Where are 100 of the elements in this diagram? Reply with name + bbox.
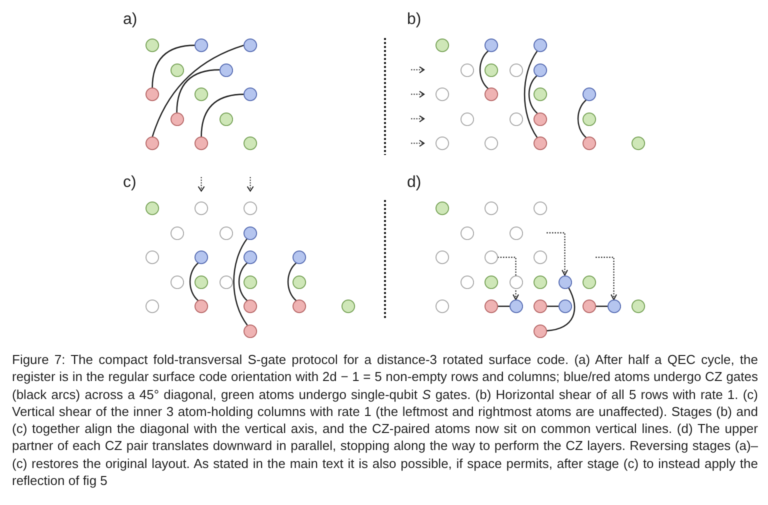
empty-site-circle <box>145 250 160 265</box>
empty-site-circle <box>170 226 184 240</box>
empty-site-circle <box>460 274 474 290</box>
empty-site-circle <box>435 87 450 102</box>
atom-circle <box>194 87 209 102</box>
empty-site-circle <box>508 62 524 78</box>
atom-circle <box>533 87 548 102</box>
atom-circle <box>243 324 258 338</box>
atom-circle <box>243 87 258 102</box>
atom-circle <box>484 38 499 53</box>
cz-line <box>546 306 558 307</box>
empty-site-circle <box>435 250 450 265</box>
atom-circle <box>508 299 524 314</box>
atom-circle <box>435 38 450 53</box>
atom-circle <box>145 87 160 102</box>
atom-circle <box>194 38 209 53</box>
cz-arc <box>233 238 248 326</box>
atom-circle <box>484 87 499 102</box>
atom-circle <box>243 274 258 290</box>
atom-circle <box>558 274 572 290</box>
empty-site-circle <box>533 250 548 265</box>
atom-circle <box>243 226 258 240</box>
empty-site-circle <box>218 226 234 240</box>
cz-arc <box>176 69 220 113</box>
atom-circle <box>243 38 258 53</box>
atom-circle <box>218 62 234 78</box>
move-arrow <box>546 232 568 276</box>
cz-arc <box>528 74 538 114</box>
atom-circle <box>533 274 548 290</box>
panel-label: c) <box>123 174 136 192</box>
atom-circle <box>533 62 548 78</box>
atom-circle <box>194 274 209 290</box>
atom-circle <box>145 136 160 151</box>
cz-arc <box>189 262 199 302</box>
atom-circle <box>533 136 548 151</box>
atom-circle <box>582 87 597 102</box>
atom-circle <box>558 299 572 314</box>
atom-circle <box>145 38 160 53</box>
atom-circle <box>631 136 646 151</box>
empty-site-circle <box>508 226 524 240</box>
cz-arc <box>546 286 576 332</box>
empty-site-circle <box>533 201 548 216</box>
panel-label: b) <box>407 11 422 29</box>
atom-circle <box>145 201 160 216</box>
atom-circle <box>170 62 184 78</box>
cz-arc <box>577 99 587 138</box>
atom-circle <box>582 274 597 290</box>
cz-arc <box>479 50 489 90</box>
cz-arc <box>152 44 196 88</box>
atom-circle <box>194 299 209 314</box>
atom-circle <box>292 299 307 314</box>
empty-site-circle <box>243 201 258 216</box>
atom-circle <box>582 299 597 314</box>
panel-label: a) <box>123 11 138 29</box>
atom-circle <box>582 136 597 151</box>
atom-circle <box>341 299 356 314</box>
atom-circle <box>533 324 548 338</box>
cz-line <box>498 306 510 307</box>
empty-site-circle <box>484 201 499 216</box>
figure-caption: Figure 7: The compact fold-transversal S-gate protocol for a distance-3 rotated surface code. (a) After half a QEC cycle, the register is in the regular surface code orientation with 2d − 1 = 5 non-empty rows and columns; blue/red atoms undergo CZ gates (black arcs) across a 45° diagonal, green atoms undergo single-qubit S gates. (b) Horizontal shear of all 5 rows with rate 1. (c) Vertical shear of the inner 3 atom-holding columns with rate 1 (the leftmost and rightmost atoms are unaffected). Stages (b) and (c) together align the diagonal with the vertical axis, and the CZ-paired atoms now sit on common vertical lines. (d) The upper partner of each CZ pair translates downward in parallel, stopping along the way to perform the CZ layers. Reversing stages (a)–(c) restores the original layout. As stated in the main text it is also possible, if space permits, after stage (c) to instead apply the reflection of fig 5 <box>12 351 758 490</box>
atom-circle <box>533 299 548 314</box>
atom-circle <box>243 250 258 265</box>
empty-site-circle <box>170 274 184 290</box>
empty-site-circle <box>435 299 450 314</box>
empty-site-circle <box>145 299 160 314</box>
atom-circle <box>194 136 209 151</box>
atom-circle <box>292 274 307 290</box>
cz-arc <box>238 262 248 302</box>
empty-site-circle <box>460 62 474 78</box>
atom-circle <box>170 112 184 126</box>
empty-site-circle <box>460 112 474 126</box>
atom-circle <box>533 112 548 126</box>
atom-circle <box>484 62 499 78</box>
atom-circle <box>582 112 597 126</box>
cz-arc <box>287 262 297 302</box>
atom-circle <box>435 201 450 216</box>
empty-site-circle <box>460 226 474 240</box>
cz-arc <box>152 44 244 138</box>
atom-circle <box>218 112 234 126</box>
atom-circle <box>194 250 209 265</box>
panel-label: d) <box>407 174 422 192</box>
atom-circle <box>606 299 622 314</box>
empty-site-circle <box>484 250 499 265</box>
cz-arc <box>524 50 538 138</box>
atom-circle <box>243 299 258 314</box>
empty-site-circle <box>435 136 450 151</box>
atom-circle <box>533 38 548 53</box>
atom-circle <box>484 299 499 314</box>
empty-site-circle <box>194 201 209 216</box>
cz-line <box>596 306 608 307</box>
atom-circle <box>484 274 499 290</box>
move-arrow <box>498 256 520 300</box>
cz-arc <box>200 94 244 138</box>
atom-circle <box>631 299 646 314</box>
empty-site-circle <box>508 274 524 290</box>
move-arrow <box>596 256 618 300</box>
empty-site-circle <box>484 136 499 151</box>
atom-circle <box>292 250 307 265</box>
empty-site-circle <box>218 274 234 290</box>
empty-site-circle <box>508 112 524 126</box>
